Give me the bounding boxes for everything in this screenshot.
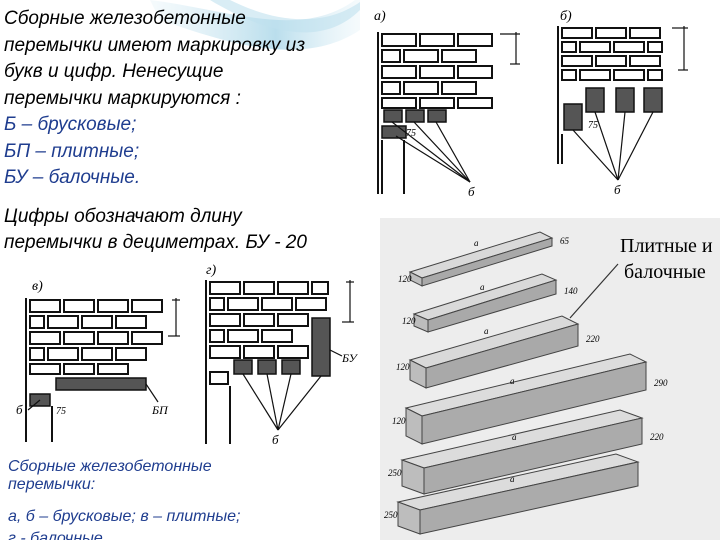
drawing-g-pointer-bottom: б xyxy=(272,432,279,447)
iso-beam: а 290 120 xyxy=(392,353,668,445)
iso-beam-h: 140 xyxy=(564,286,578,296)
drawing-v: в) 75 б БП xyxy=(16,279,180,442)
digits-note: Цифры обозначают длину перемычки в децим… xyxy=(4,204,376,256)
type-bruskovye: Б – брусковые; xyxy=(4,114,137,135)
iso-beam-w: 250 xyxy=(384,510,398,520)
caption-line: перемычки: xyxy=(8,476,96,493)
drawing-a-label: а) xyxy=(374,9,386,24)
iso-beam-len: а xyxy=(512,432,517,442)
caption-line: а, б – брусковые; в – плитные; xyxy=(8,508,241,525)
drawing-v-pointer-right: БП xyxy=(151,403,169,417)
iso-title-pointer xyxy=(569,263,619,319)
iso-title-line2: балочные xyxy=(624,261,706,283)
drawing-g-pointer-right: БУ xyxy=(341,351,359,365)
iso-beam-w: 120 xyxy=(398,274,412,284)
figure-caption: Сборные железобетонные перемычки: а, б –… xyxy=(8,458,338,540)
slide-decoration-wave xyxy=(150,0,360,50)
iso-beam: а 220 120 xyxy=(396,315,600,389)
iso-beam: а 220 250 xyxy=(388,409,664,495)
lintel-isometric-illustration: Плитные и балочные а 65 120 а 140 120 а … xyxy=(380,218,720,540)
drawing-b-pointer: б xyxy=(614,182,621,197)
iso-title-line1: Плитные и xyxy=(620,235,713,257)
iso-beam-len: а xyxy=(484,326,489,336)
intro-line: Сборные железобетонные xyxy=(4,8,246,29)
drawing-a-dim: 75 xyxy=(406,128,416,139)
intro-line: перемычки имеют маркировку из xyxy=(4,34,306,56)
iso-beam-h: 220 xyxy=(586,334,600,344)
iso-beam-w: 120 xyxy=(396,362,410,372)
intro-line: перемычки маркируются : xyxy=(4,87,241,109)
caption-line: Сборные железобетонные xyxy=(8,458,212,475)
iso-beam: а 140 120 xyxy=(402,273,578,333)
drawing-g: г) БУ б xyxy=(205,263,359,447)
iso-beam-len: а xyxy=(480,282,485,292)
drawing-v-dim: 75 xyxy=(56,406,66,417)
drawing-a-pointer: б xyxy=(468,184,475,199)
iso-beam-w: 250 xyxy=(388,468,402,478)
drawing-a: а) 75 б xyxy=(370,4,535,204)
iso-beam-h: 220 xyxy=(650,432,664,442)
iso-beam-len: а xyxy=(510,376,515,386)
caption-line: г - балочные xyxy=(8,530,103,540)
iso-beam-len: а xyxy=(510,474,515,484)
intro-text: Сборные железобетонные перемычки имеют м… xyxy=(4,6,376,192)
iso-beam-w: 120 xyxy=(392,416,406,426)
drawing-g-label: г) xyxy=(206,263,216,278)
drawing-b: б) 75 б xyxy=(557,9,688,197)
drawing-b-dim: 75 xyxy=(588,120,598,131)
iso-beam-h: 65 xyxy=(560,236,570,246)
digits-line: Цифры обозначают длину xyxy=(4,206,242,227)
type-plitnye: БП – плитные; xyxy=(4,140,140,162)
iso-beam-len: а xyxy=(474,238,479,248)
digits-line: перемычки в дециметрах. БУ - 20 xyxy=(4,232,307,253)
iso-beam-h: 290 xyxy=(654,378,668,388)
intro-line: букв и цифр. Ненесущие xyxy=(4,61,224,82)
type-balochnye: БУ – балочные. xyxy=(4,167,141,188)
drawing-v-pointer-left: б xyxy=(16,402,23,417)
iso-beam-w: 120 xyxy=(402,316,416,326)
iso-beam: а 65 120 xyxy=(398,231,570,287)
iso-beam: а 250 xyxy=(384,453,640,535)
drawing-v-label: в) xyxy=(32,279,43,294)
drawing-b-label: б) xyxy=(560,9,572,24)
